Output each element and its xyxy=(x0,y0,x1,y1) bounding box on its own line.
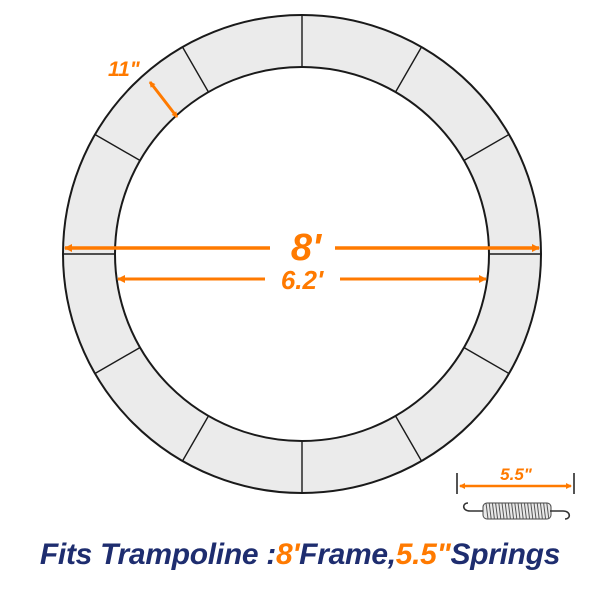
pad-segment-seam xyxy=(94,133,141,162)
spring-coil xyxy=(523,502,527,520)
spring-coil xyxy=(514,502,518,520)
spring-coils xyxy=(485,502,550,520)
spring-coil xyxy=(491,502,495,520)
spring-coil xyxy=(504,502,508,520)
pad-segment-seam xyxy=(463,346,510,375)
spring-icon xyxy=(462,502,571,520)
spring-coil xyxy=(488,502,492,520)
spring-coil xyxy=(511,502,515,520)
pad-segment-seam xyxy=(181,415,210,462)
inner-diameter-label: 6.2' xyxy=(281,265,324,295)
spring-coil xyxy=(539,502,543,520)
spring-coil xyxy=(533,502,537,520)
spring-coil xyxy=(495,502,499,520)
caption-frame-text: Frame, xyxy=(299,538,396,571)
fit-caption: Fits Trampoline : 8' Frame, 5.5" Springs xyxy=(0,532,600,578)
pad-width-arrow xyxy=(148,81,179,118)
spring-coil xyxy=(527,502,531,520)
spring-hook-left xyxy=(462,502,484,512)
spring-coil xyxy=(536,502,540,520)
spring-hook-right xyxy=(550,510,571,520)
spring-coil xyxy=(520,502,524,520)
spring-coil xyxy=(517,502,521,520)
spring-coil xyxy=(530,502,534,520)
pad-segment-seam xyxy=(94,346,141,375)
spring-coil xyxy=(498,502,502,520)
caption-spring-value: 5.5" xyxy=(395,538,451,571)
spring-coil xyxy=(543,502,547,520)
pad-segment-seam xyxy=(181,46,210,93)
spring-coil xyxy=(546,502,550,520)
caption-spring-text: Springs xyxy=(450,538,561,571)
pad-segment-seams xyxy=(63,15,541,493)
outer-diameter-label: 8' xyxy=(291,227,323,269)
spring-coil xyxy=(507,502,511,520)
pad-segment-seam xyxy=(394,46,423,93)
pad-width-label: 11" xyxy=(108,58,141,81)
caption-prefix: Fits Trampoline : xyxy=(39,538,276,571)
spring-coil xyxy=(485,502,489,520)
spring-coil xyxy=(501,502,505,520)
pad-segment-seam xyxy=(394,415,423,462)
spring-length-label: 5.5" xyxy=(500,465,533,484)
caption-frame-value: 8' xyxy=(275,538,300,571)
pad-segment-seam xyxy=(463,133,510,162)
